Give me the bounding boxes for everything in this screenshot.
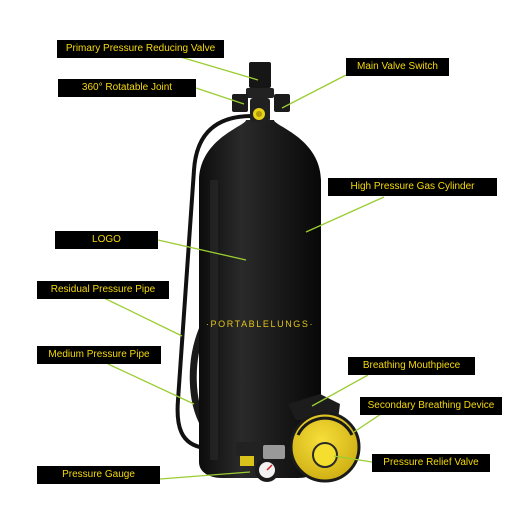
leader-mouthpiece <box>311 374 369 407</box>
gauge-hose-connector <box>236 442 258 456</box>
leader-logo <box>157 239 247 261</box>
gauge-connector-ring <box>240 456 254 466</box>
primary-pressure-reducing-valve <box>249 62 271 88</box>
leader-main-valve <box>281 74 347 109</box>
label-main-valve: Main Valve Switch <box>346 58 449 76</box>
label-cylinder: High Pressure Gas Cylinder <box>328 178 497 196</box>
valve-neck <box>246 88 274 98</box>
label-logo: LOGO <box>55 231 158 249</box>
hose-fitting <box>263 445 285 459</box>
leader-residual-pipe <box>103 297 183 337</box>
leader-relief-valve <box>333 455 373 463</box>
residual-pressure-pipe <box>175 114 254 452</box>
leader-rotatable-joint <box>195 87 245 105</box>
pressure-relief-valve <box>312 442 338 468</box>
label-rotatable-joint: 360° Rotatable Joint <box>58 79 196 97</box>
leader-medium-pipe <box>107 363 195 405</box>
cylinder-highlight <box>210 180 218 460</box>
label-relief-valve: Pressure Relief Valve <box>372 454 490 472</box>
label-secondary-device: Secondary Breathing Device <box>360 397 502 415</box>
leader-pressure-gauge <box>159 471 251 480</box>
brand-text: ·PORTABLELUNGS· <box>206 319 314 329</box>
label-residual-pipe: Residual Pressure Pipe <box>37 281 169 299</box>
main-valve-switch <box>274 94 290 112</box>
gas-cylinder <box>199 120 321 478</box>
leader-cylinder <box>305 196 385 233</box>
label-pressure-gauge: Pressure Gauge <box>37 466 160 484</box>
label-mouthpiece: Breathing Mouthpiece <box>348 357 475 375</box>
label-medium-pipe: Medium Pressure Pipe <box>37 346 161 364</box>
leader-secondary-device <box>353 411 385 433</box>
label-primary-valve: Primary Pressure Reducing Valve <box>57 40 224 58</box>
